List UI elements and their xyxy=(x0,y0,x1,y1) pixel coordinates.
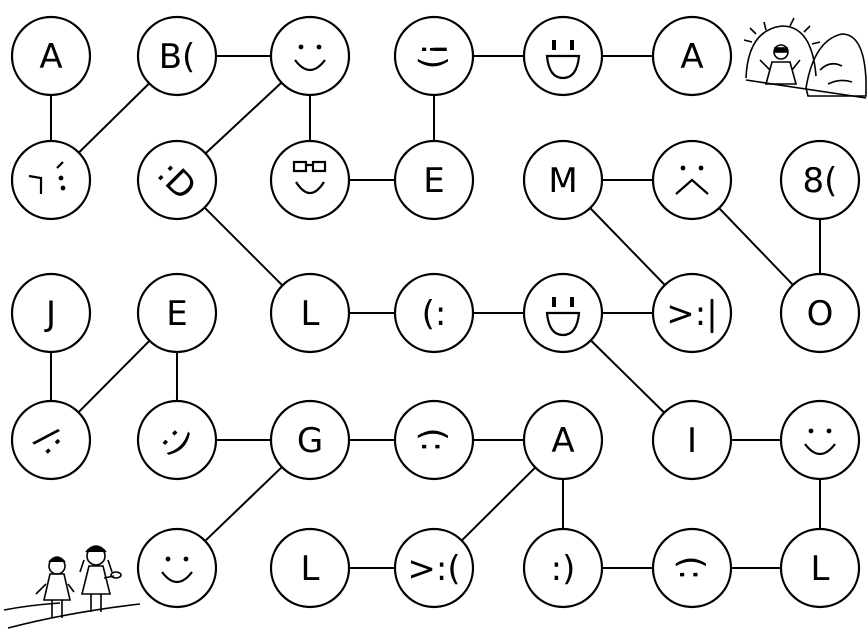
node-label: :) xyxy=(551,549,576,589)
node-label: >:( xyxy=(407,549,460,589)
node-label: G xyxy=(297,421,323,461)
maze-node[interactable]: B( xyxy=(138,17,216,95)
path-segment xyxy=(205,467,282,541)
node-label: E xyxy=(423,161,444,201)
maze-node[interactable] xyxy=(271,141,349,219)
node-label: (: xyxy=(413,428,453,453)
path-segment xyxy=(719,208,793,285)
maze-node[interactable]: >:| xyxy=(653,274,731,352)
maze-node[interactable]: :) xyxy=(524,529,602,607)
maze-node[interactable]: /: xyxy=(12,401,90,479)
maze-node[interactable]: L xyxy=(781,529,859,607)
maze-node[interactable]: A xyxy=(653,17,731,95)
two-children-icon xyxy=(4,546,140,628)
node-label: M xyxy=(548,161,577,201)
maze-node[interactable] xyxy=(12,141,90,219)
path-segment xyxy=(591,340,664,412)
maze-node[interactable]: (: xyxy=(395,401,473,479)
maze-node[interactable]: A xyxy=(12,17,90,95)
maze-node[interactable]: !) xyxy=(395,17,473,95)
path-segment xyxy=(205,208,283,286)
node-label: L xyxy=(301,294,320,334)
node-label: B( xyxy=(159,37,196,77)
node-label: E xyxy=(166,294,187,334)
node-label: A xyxy=(680,37,703,77)
maze-node[interactable]: 8( xyxy=(781,141,859,219)
maze-node[interactable] xyxy=(271,17,349,95)
maze-node[interactable]: E xyxy=(395,141,473,219)
maze-node[interactable]: E xyxy=(138,274,216,352)
path-segment xyxy=(206,83,282,154)
node-circle xyxy=(781,401,859,479)
path-segment xyxy=(79,83,149,152)
maze-node[interactable] xyxy=(781,401,859,479)
cave-with-figure-icon xyxy=(744,18,866,98)
maze-node[interactable]: M xyxy=(524,141,602,219)
path-segment xyxy=(78,341,149,413)
maze-node[interactable]: A xyxy=(524,401,602,479)
maze-node[interactable]: G xyxy=(271,401,349,479)
maze-node[interactable] xyxy=(138,529,216,607)
node-circle xyxy=(271,141,349,219)
node-label: J xyxy=(44,294,56,334)
path-segment xyxy=(590,208,665,285)
node-label: L xyxy=(301,549,320,589)
node-label: 8( xyxy=(803,161,838,201)
maze-node[interactable]: L xyxy=(271,274,349,352)
node-label: O xyxy=(807,294,834,334)
path-segment xyxy=(462,467,536,540)
node-circle xyxy=(138,529,216,607)
maze-node[interactable]: L xyxy=(271,529,349,607)
node-label: L xyxy=(811,549,830,589)
maze-node[interactable]: :) xyxy=(138,401,216,479)
maze-node[interactable]: O xyxy=(781,274,859,352)
maze-node[interactable]: >:( xyxy=(395,529,473,607)
maze-node[interactable]: I xyxy=(653,401,731,479)
maze-node[interactable]: (: xyxy=(395,274,473,352)
node-label: >:| xyxy=(666,294,717,334)
node-label: A xyxy=(551,421,574,461)
maze-node[interactable] xyxy=(524,17,602,95)
maze-node[interactable] xyxy=(653,141,731,219)
node-label: A xyxy=(39,37,62,77)
maze-node[interactable]: J xyxy=(12,274,90,352)
maze-node[interactable]: :D xyxy=(138,141,216,219)
node-circle xyxy=(271,17,349,95)
node-label: (: xyxy=(671,556,711,581)
node-label: (: xyxy=(422,294,447,334)
maze-node[interactable]: (: xyxy=(653,529,731,607)
node-label: I xyxy=(687,421,697,461)
maze-node[interactable] xyxy=(524,274,602,352)
node-circle xyxy=(12,141,90,219)
node-label: !) xyxy=(413,43,453,70)
